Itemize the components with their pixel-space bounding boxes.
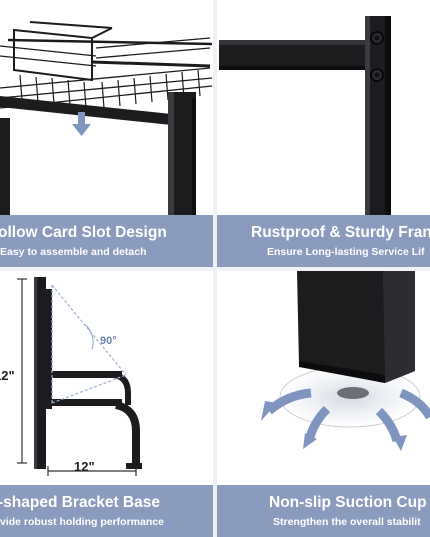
panel-suction-cup: Non-slip Suction Cup Strengthen the over… [217,271,430,537]
caption-band: Non-slip Suction Cup Strengthen the over… [217,485,430,537]
suction-cup-illustration [261,271,430,451]
horizontal-divider [0,267,430,271]
panel-subtitle: Strengthen the overall stabilit [273,516,421,528]
panel-subtitle: Ensure Long-lasting Service Lif [267,246,425,258]
curved-arrow-icon [399,388,430,420]
panel-bracket-base: 12" 12" 90° -shaped Bracket Base vide ro… [0,271,213,537]
panel-title: ollow Card Slot Design [0,224,167,241]
basket-rack-illustration [0,21,213,215]
bolt-icon [370,31,384,45]
panel-card-slot: ollow Card Slot Design Easy to assemble … [0,0,213,267]
curved-arrow-icon [303,405,331,449]
panel-subtitle: vide robust holding performance [0,516,164,528]
bolt-icon [370,68,384,82]
angle-label: 90° [100,335,117,347]
bracket-base-illustration [17,277,142,476]
width-dimension: 12" [74,459,95,474]
curved-arrow-icon [261,388,312,421]
frame-joint-illustration [219,16,391,215]
panel-title: -shaped Bracket Base [0,494,160,511]
panel-title: Rustproof & Sturdy Fran [251,224,430,241]
down-arrow-icon [72,112,91,136]
caption-band: -shaped Bracket Base vide robust holding… [0,485,213,537]
panel-title: Non-slip Suction Cup [269,494,427,511]
panel-subtitle: Easy to assemble and detach [0,246,147,258]
curved-arrow-icon [375,407,407,451]
caption-band: ollow Card Slot Design Easy to assemble … [0,215,213,267]
caption-band: Rustproof & Sturdy Fran Ensure Long-last… [217,215,430,267]
height-dimension: 12" [0,368,15,383]
panel-rustproof-frame: Rustproof & Sturdy Fran Ensure Long-last… [217,0,430,267]
